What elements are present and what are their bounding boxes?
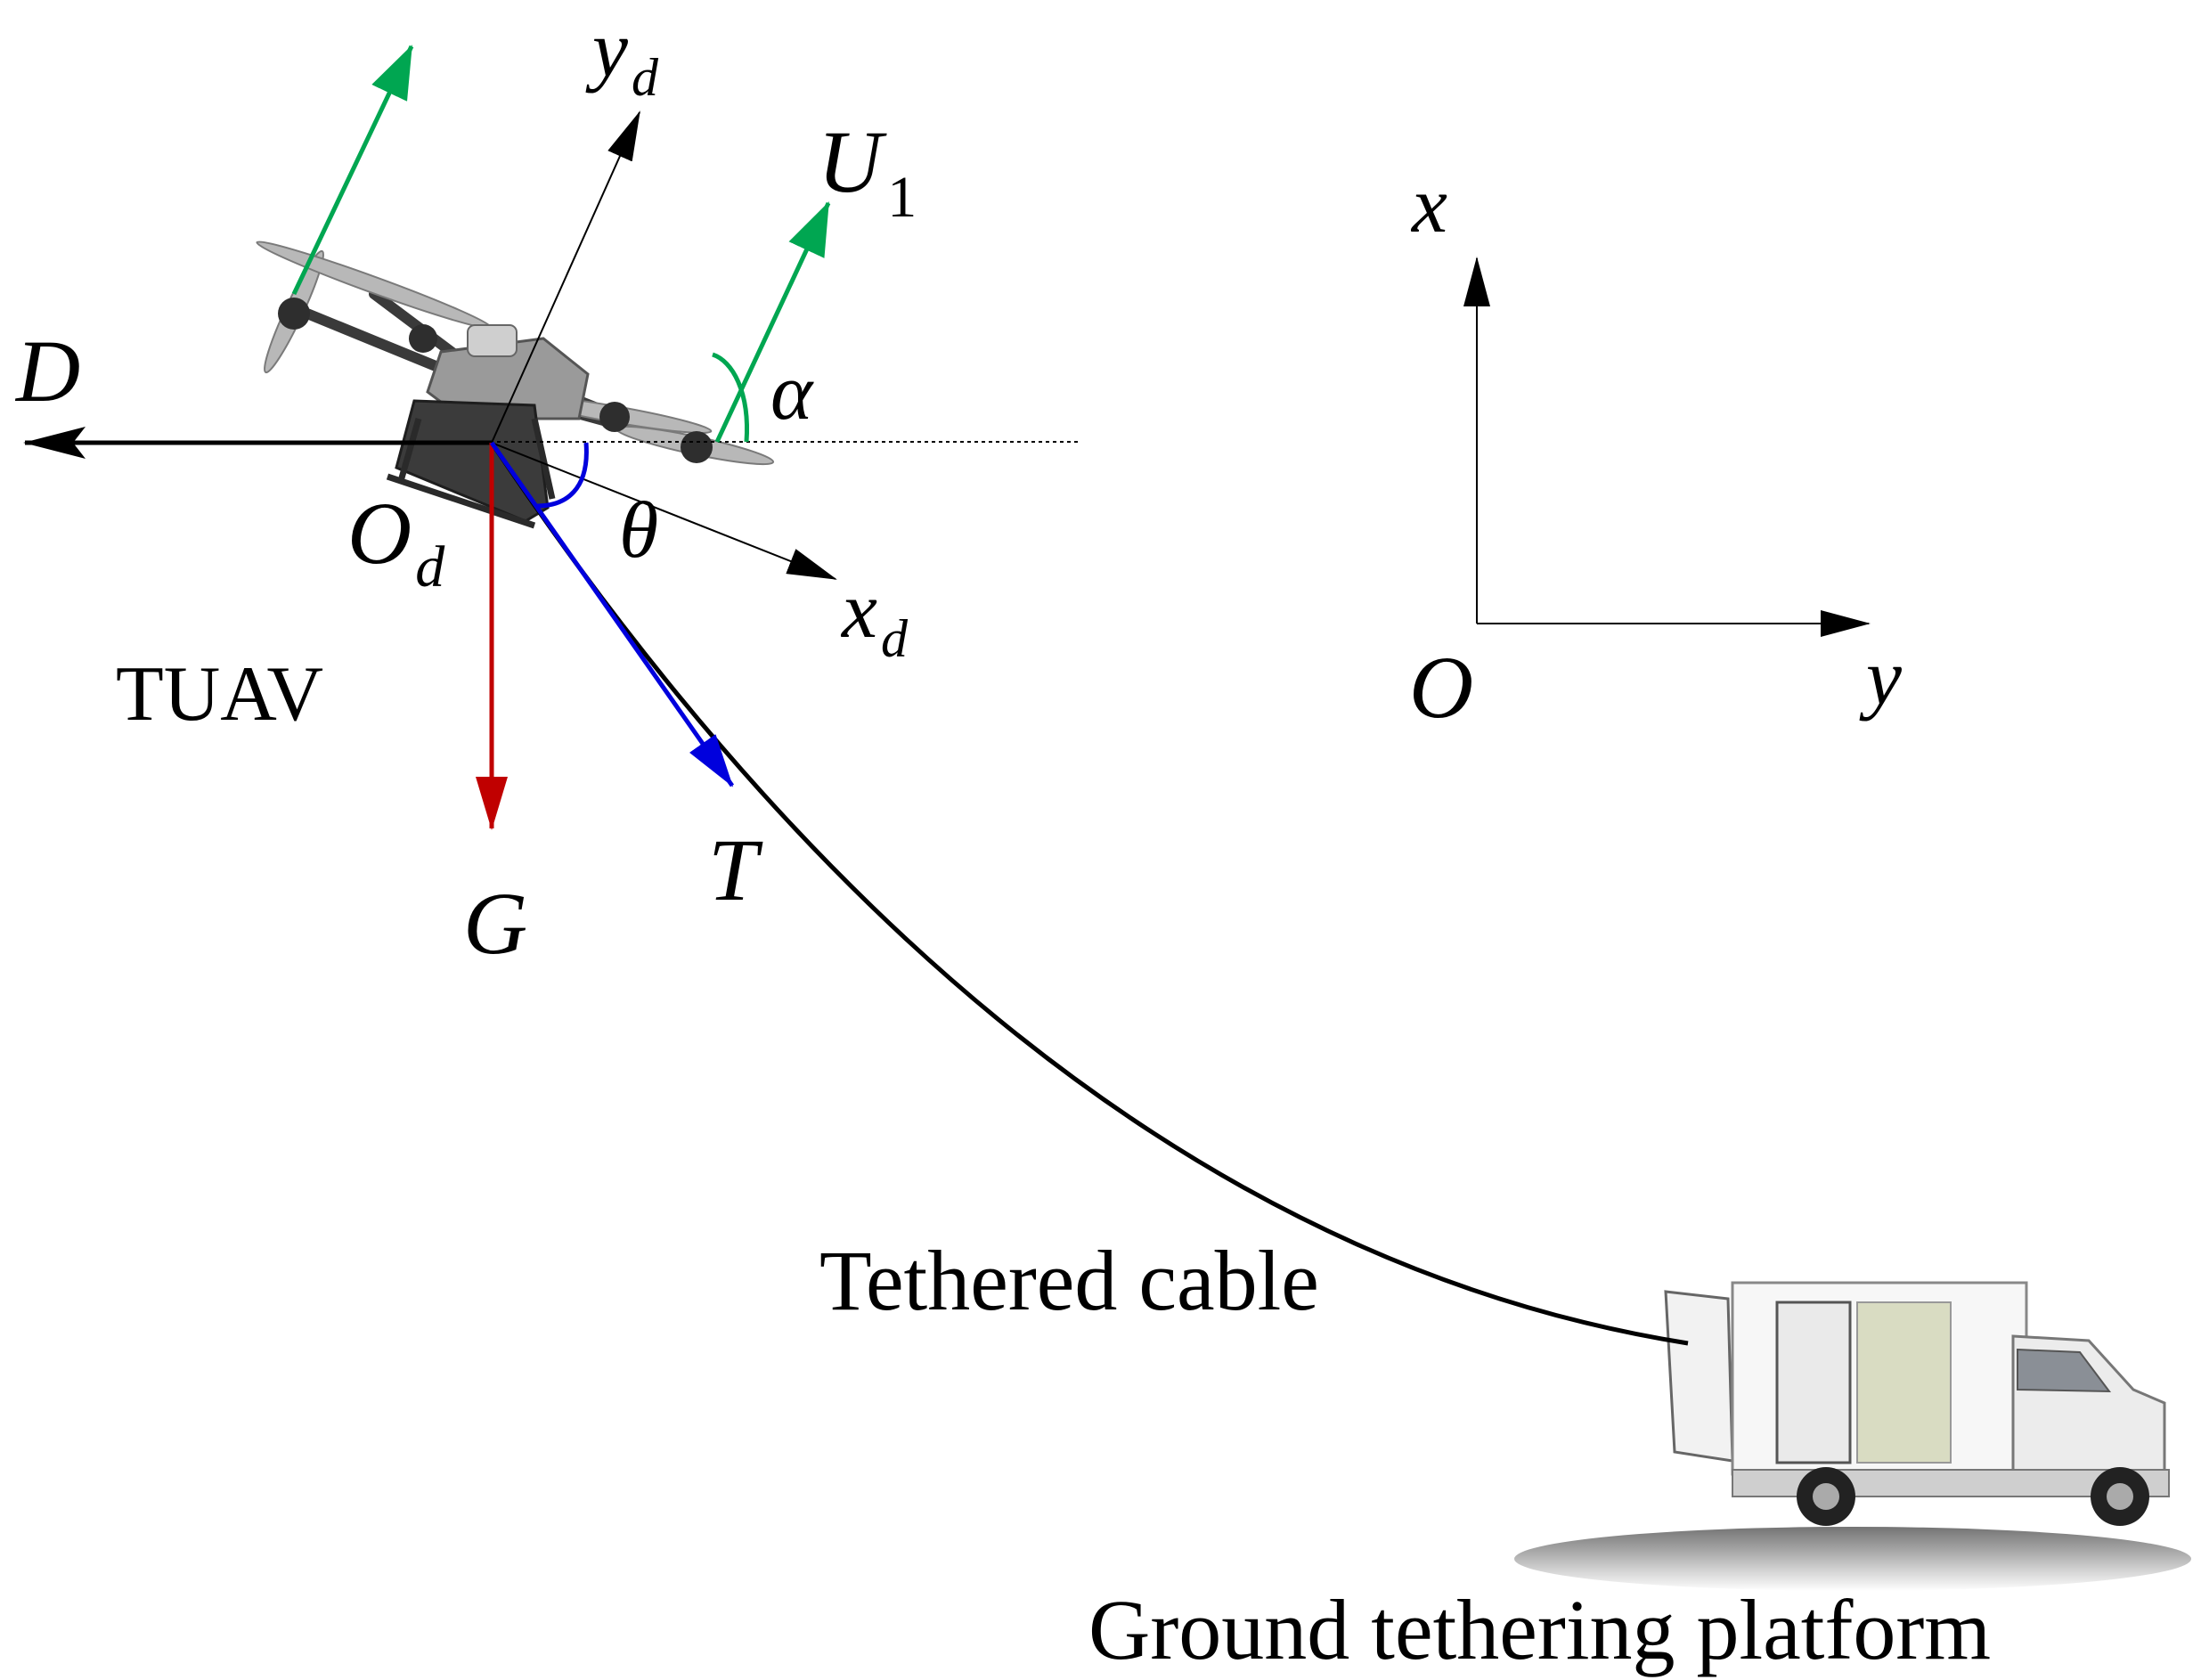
motor <box>599 402 630 432</box>
ground-platform-label: Ground tethering platform <box>1088 1582 1991 1677</box>
od-label: Od <box>347 484 445 599</box>
landing-gear <box>531 418 556 500</box>
y-label: y <box>1859 633 1902 722</box>
xd-label: xd <box>840 567 909 668</box>
o-label: O <box>1409 638 1473 737</box>
thrust-arrow-u1 <box>714 201 831 444</box>
truck-rear-door <box>1664 1290 1734 1463</box>
x-label: x <box>1410 161 1447 249</box>
yd-axis-arrow <box>491 110 640 444</box>
drone-sensor <box>467 324 518 357</box>
drone-tank <box>395 399 550 523</box>
truck-wheel <box>1797 1467 1855 1526</box>
truck-window <box>2017 1348 2112 1393</box>
g-label: G <box>463 874 527 973</box>
u1-label: U1 <box>818 112 917 230</box>
truck-shadow <box>1514 1527 2191 1591</box>
alpha-angle-arc <box>712 352 750 443</box>
tethered-cable-label: Tethered cable <box>819 1233 1319 1328</box>
motor <box>681 431 713 463</box>
tension-arrow <box>489 441 735 787</box>
tuav-label: TUAV <box>116 651 323 738</box>
d-label: D <box>14 322 80 420</box>
xd-axis-arrow <box>491 442 837 580</box>
truck-side-door <box>1775 1301 1852 1464</box>
alpha-label: α <box>770 348 814 436</box>
truck-illustration <box>1514 1281 2191 1591</box>
t-label: T <box>708 820 763 919</box>
landing-gear <box>397 418 422 482</box>
drone-body <box>426 337 590 420</box>
motor <box>278 298 310 330</box>
theta-label: θ <box>619 486 658 575</box>
theta-angle-arc <box>536 442 589 509</box>
thrust-arrow-left <box>291 45 414 296</box>
yd-label: yd <box>585 5 659 107</box>
landing-gear <box>386 473 536 529</box>
truck-side-opening <box>1856 1301 1952 1464</box>
drone-illustration <box>256 241 775 529</box>
truck-wheel <box>2091 1467 2149 1526</box>
tethered-cable <box>489 441 1689 1346</box>
motor <box>409 324 437 353</box>
